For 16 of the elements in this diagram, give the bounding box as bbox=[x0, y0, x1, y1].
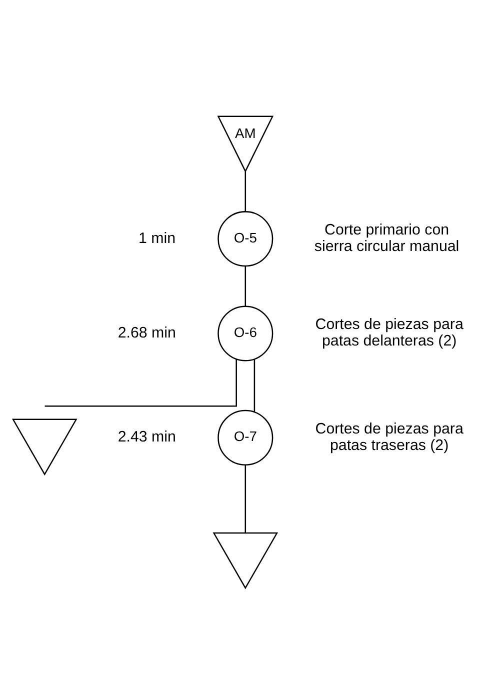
node-circle: O-6 bbox=[218, 306, 274, 362]
node-circle: O-7 bbox=[218, 410, 274, 466]
node-label: 1 min bbox=[138, 230, 176, 247]
node-triangle bbox=[212, 532, 278, 590]
node-label: 2.68 min bbox=[118, 324, 176, 342]
connector bbox=[244, 266, 246, 306]
connector bbox=[244, 172, 246, 212]
node-label: 2.43 min bbox=[118, 428, 176, 446]
node-triangle bbox=[12, 418, 78, 476]
connector bbox=[254, 359, 256, 412]
node-label: Corte primario con sierra circular manual bbox=[314, 222, 460, 255]
node-label: Cortes de piezas para patas delanteras (2) bbox=[315, 316, 464, 350]
connector bbox=[44, 359, 237, 407]
connector bbox=[244, 465, 246, 533]
node-circle: O-5 bbox=[218, 211, 274, 267]
node-label: Cortes de piezas para patas traseras (2) bbox=[315, 420, 464, 454]
